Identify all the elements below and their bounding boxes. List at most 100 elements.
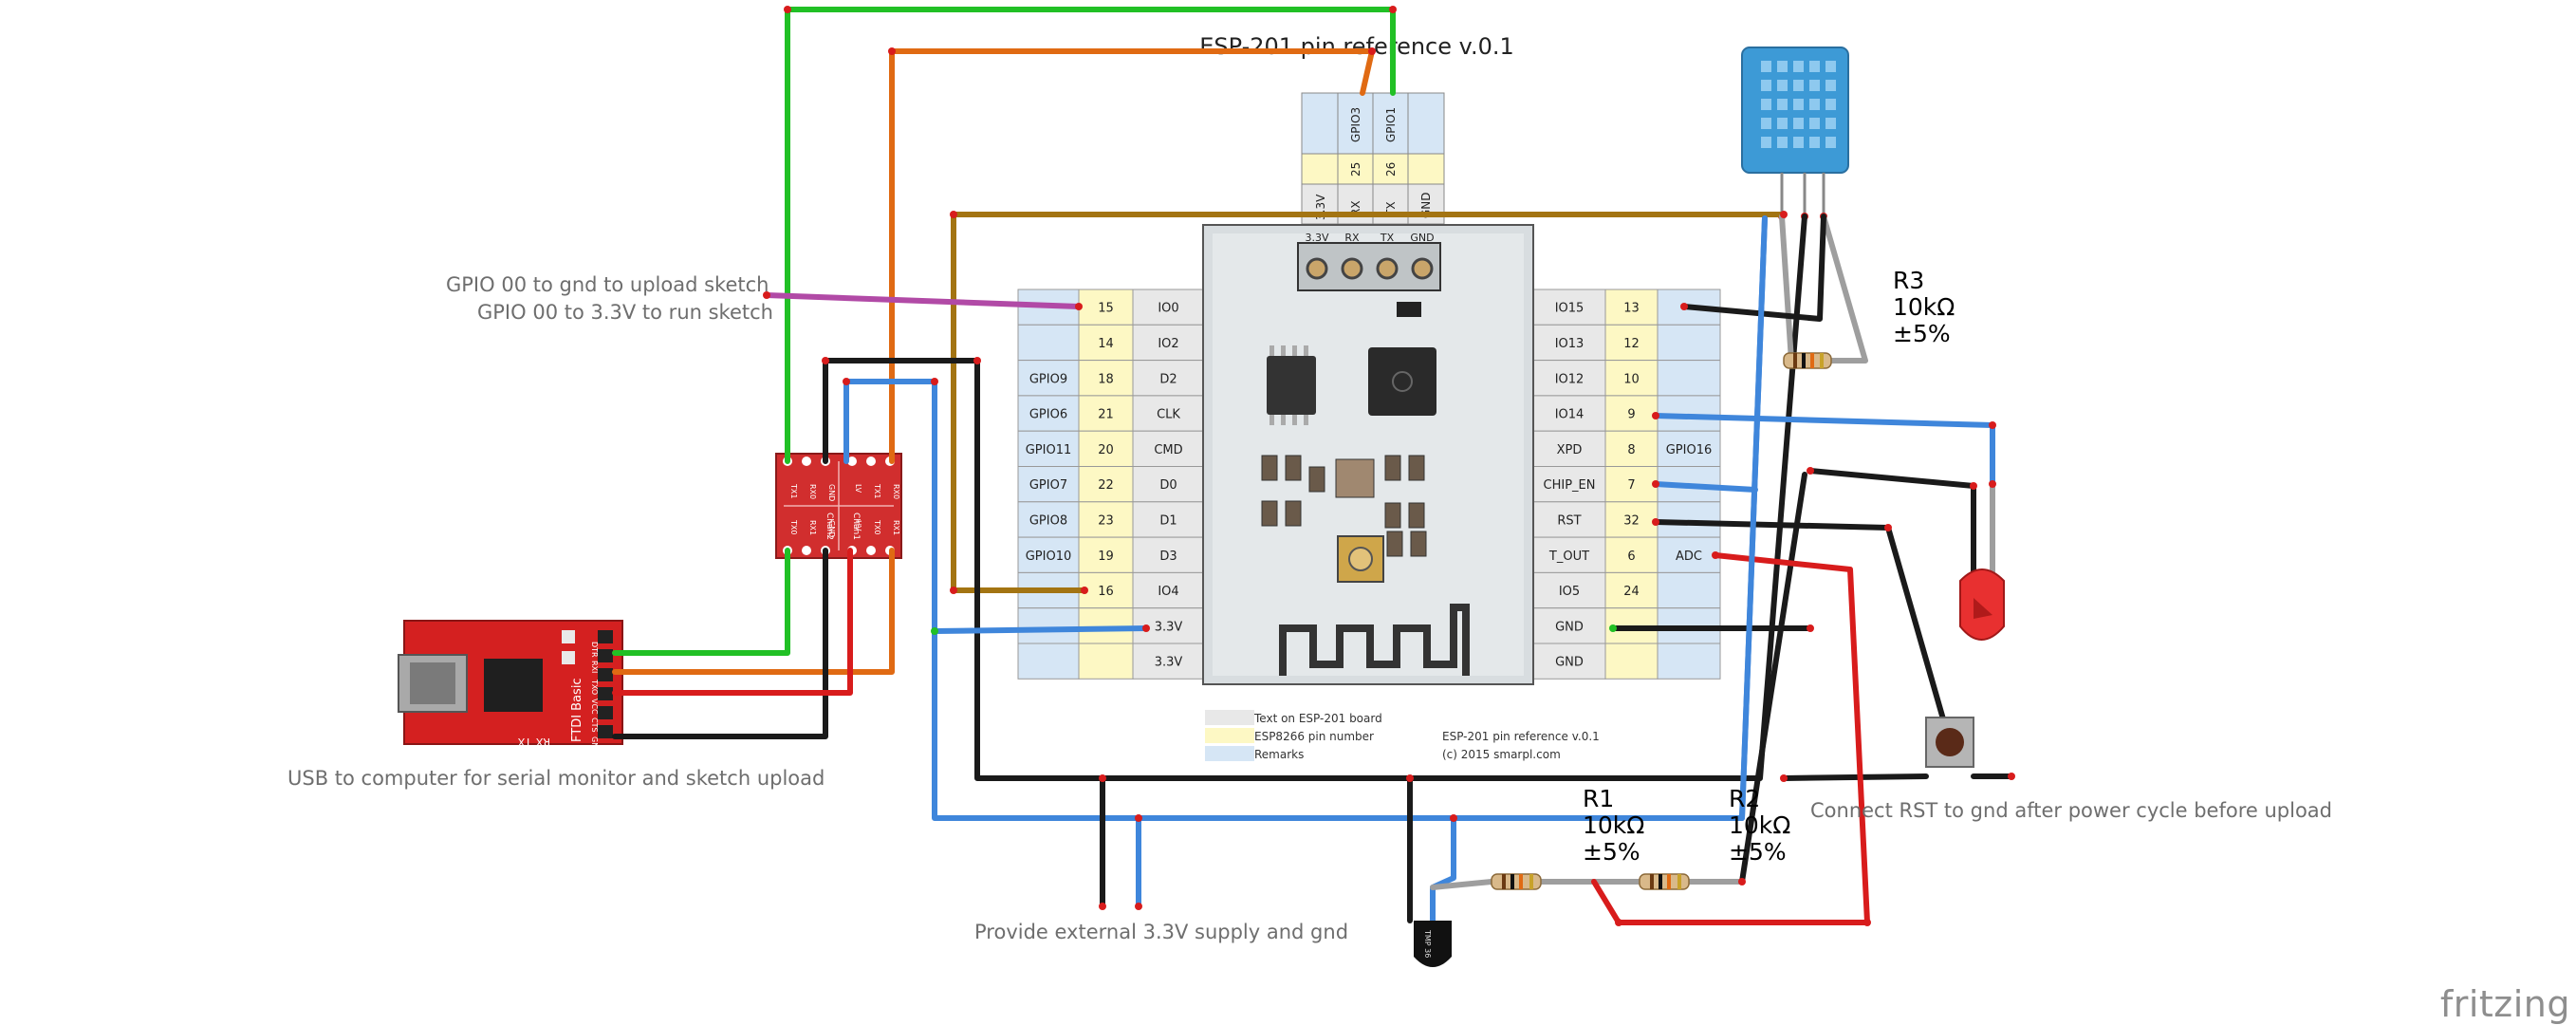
left-pin-num: 14 <box>1098 337 1114 351</box>
left-cell <box>1132 360 1205 397</box>
shifter-bottom-label: TX0 <box>789 519 798 534</box>
ftdi-pin <box>598 668 613 681</box>
wire <box>785 7 1396 464</box>
right-cell <box>1532 607 1606 644</box>
shifter-bottom-label: RX1 <box>808 520 817 535</box>
wire-endpoint <box>888 47 896 55</box>
wire-endpoint <box>1368 47 1376 55</box>
reset-pushbutton <box>1925 717 1974 768</box>
left-pin-remark: GPIO9 <box>1029 372 1067 386</box>
left-pin-num: 19 <box>1098 550 1114 564</box>
wire-endpoint <box>1680 303 1688 310</box>
left-pin-num: 18 <box>1098 372 1114 386</box>
flash-chip <box>1267 356 1316 415</box>
left-pin-label: D3 <box>1159 550 1177 564</box>
left-pin-label: 3.3V <box>1155 656 1183 670</box>
shifter-top-label: RX0 <box>892 484 900 499</box>
r2-tolerance: ±5% <box>1729 838 1787 866</box>
left-cell <box>1017 607 1080 644</box>
shifter-top-label: TX1 <box>789 483 798 498</box>
ftdi-label: FTDI Basic <box>570 678 584 742</box>
right-cell <box>1532 501 1606 538</box>
resistor-r3 <box>1783 352 1832 369</box>
left-pin-remark: GPIO7 <box>1029 478 1067 493</box>
wire-endpoint <box>763 291 770 299</box>
left-cell <box>1132 501 1205 538</box>
left-cell <box>1078 324 1134 362</box>
left-cell <box>1017 466 1080 503</box>
wire <box>1430 815 1456 923</box>
wire <box>1781 773 2014 781</box>
shifter-chan2: Chan2 <box>825 512 834 540</box>
wire-endpoint <box>1884 524 1892 531</box>
shifter-chan1: Chan1 <box>851 512 861 540</box>
wire <box>1681 214 1826 322</box>
r1-label: R1 10kΩ ±5% <box>1583 786 1644 866</box>
r3-name: R3 <box>1893 267 1925 294</box>
dht-vent <box>1761 61 1771 72</box>
right-pin-label: IO13 <box>1555 337 1585 351</box>
right-pin-label: T_OUT <box>1548 550 1589 564</box>
wire <box>612 548 790 656</box>
left-pin-num: 20 <box>1098 443 1114 457</box>
wire-endpoint <box>1989 421 1996 429</box>
pin-reference-table: GPIO3 GPIO1 25 26 3.3V RX TX GND 15 IO0 14… <box>1017 92 1721 685</box>
dht-vent <box>1777 99 1788 110</box>
right-pin-num: 13 <box>1623 302 1640 316</box>
left-cell <box>1017 395 1080 432</box>
left-pin-label: CMD <box>1154 443 1182 457</box>
dht-vent <box>1825 61 1836 72</box>
shifter-top-label: LV <box>854 484 862 494</box>
left-cell <box>1078 536 1134 573</box>
dht-vent <box>1777 61 1788 72</box>
right-cell <box>1604 536 1659 573</box>
left-cell <box>1132 430 1205 468</box>
right-cell <box>1657 643 1721 680</box>
wire <box>823 214 1807 781</box>
resistor-r2 <box>1639 873 1690 890</box>
right-pin-num: 9 <box>1627 408 1635 422</box>
right-pin-label: XPD <box>1557 443 1583 457</box>
shifter-top-label: GND <box>827 484 836 501</box>
legend-pin-number: ESP8266 pin number <box>1254 730 1374 743</box>
left-pin-label: IO0 <box>1158 302 1178 316</box>
wire-endpoint <box>973 357 981 364</box>
left-cell <box>1017 360 1080 397</box>
dht-vent <box>1825 137 1836 148</box>
board-title: ESP-201 pin reference v.0.1 <box>1199 33 1514 60</box>
wire <box>612 548 828 739</box>
left-cell <box>1078 501 1134 538</box>
shifter-bottom-label: HV <box>854 520 862 531</box>
ftdi-tx: TX <box>517 736 532 748</box>
top-header: GPIO3 GPIO1 25 26 3.3V RX TX GND <box>1301 92 1445 225</box>
shifter-top-label: RX0 <box>808 484 817 499</box>
right-cell <box>1604 395 1659 432</box>
ftdi-pin-label: CTS <box>590 718 599 733</box>
dht-vent <box>1793 137 1804 148</box>
right-pin-num: 8 <box>1627 443 1635 457</box>
module-header-pin <box>1341 257 1363 280</box>
shifter-bottom-label: RX1 <box>892 520 900 535</box>
wire-endpoint <box>1609 624 1617 632</box>
right-pin-label: IO15 <box>1555 302 1585 316</box>
r1-value: 10kΩ <box>1583 811 1645 839</box>
wire <box>1779 214 1868 363</box>
left-cell <box>1132 324 1205 362</box>
left-pin-num: 15 <box>1098 302 1114 316</box>
right-pin-label: IO5 <box>1559 585 1580 599</box>
right-pin-num: 32 <box>1623 513 1640 528</box>
right-pin-num: 24 <box>1623 585 1640 599</box>
wire-endpoint <box>843 378 850 385</box>
wire <box>1739 215 1768 821</box>
r3-tolerance: ±5% <box>1893 320 1951 347</box>
wire-endpoint <box>1135 814 1142 822</box>
shifter-pad <box>802 457 811 466</box>
ftdi-pin <box>598 649 613 662</box>
wire <box>612 548 895 675</box>
dht-vent <box>1793 118 1804 129</box>
right-cell <box>1657 360 1721 397</box>
right-pin-label: GND <box>1555 620 1584 634</box>
left-pin-remark: GPIO6 <box>1029 408 1067 422</box>
wire-endpoint <box>950 211 957 218</box>
